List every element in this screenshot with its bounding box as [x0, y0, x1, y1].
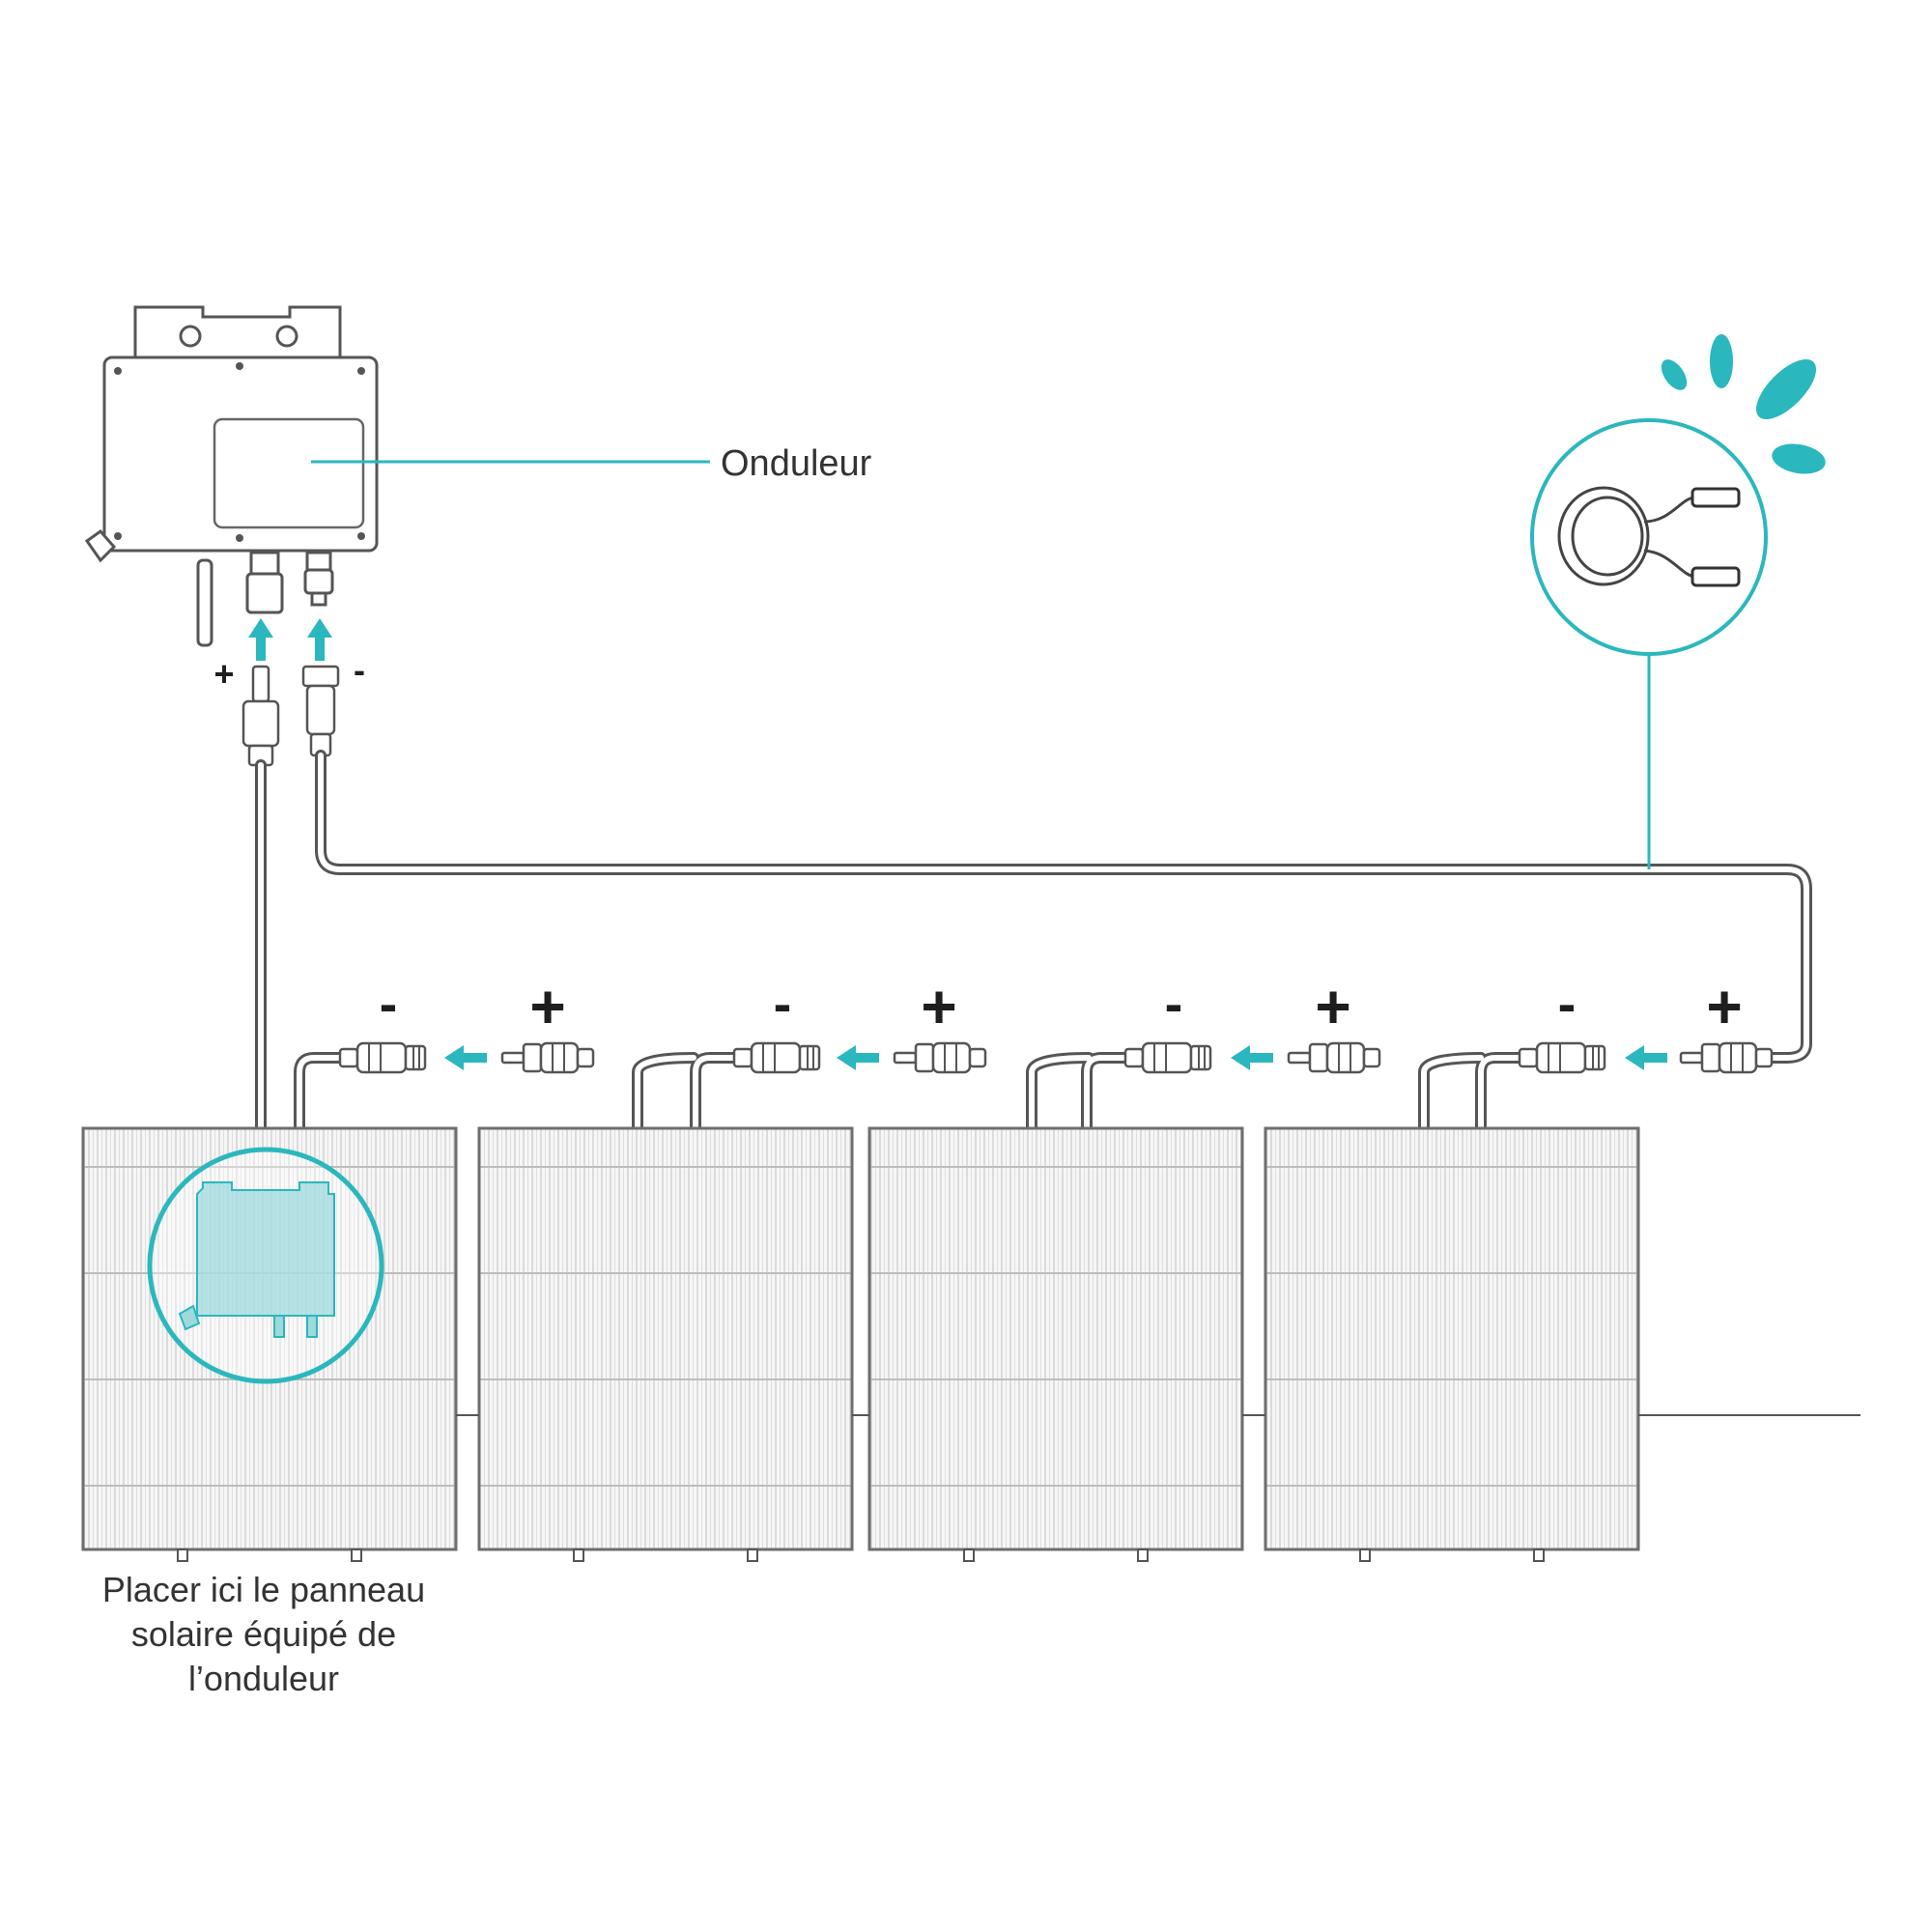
placement-note-line-2: solaire équipé de — [131, 1614, 396, 1654]
solar-panel-icon — [1264, 1126, 1640, 1562]
panel-2-plus-label: + — [921, 972, 956, 1041]
arrow-icon — [1625, 1045, 1667, 1070]
panel-1-plus-label: + — [529, 972, 565, 1041]
solar-panel-icon — [867, 1126, 1244, 1562]
placement-note-line-1: Placer ici le panneau — [102, 1570, 425, 1609]
mc4-connector-icon — [500, 1041, 595, 1074]
solar-panel-icon — [477, 1126, 854, 1562]
panel-4-minus-label: - — [1558, 973, 1577, 1034]
inverter-plus-label: + — [213, 654, 234, 694]
panel-1-minus-label: - — [380, 973, 398, 1034]
mc4-connector-icon — [242, 665, 280, 767]
mc4-connector-icon — [1518, 1041, 1606, 1074]
placement-note-line-3: l’onduleur — [188, 1659, 339, 1698]
arrow-icon — [1231, 1045, 1273, 1070]
mc4-connector-icon — [893, 1041, 987, 1074]
panel-3-minus-label: - — [1165, 973, 1183, 1034]
highlight-burst — [1661, 334, 1826, 474]
panel-4-plus-label: + — [1706, 972, 1742, 1041]
arrow-icon — [444, 1045, 487, 1070]
mc4-connector-icon — [1679, 1041, 1774, 1074]
mc4-connector-icon — [1123, 1041, 1212, 1074]
arrow-icon — [248, 618, 273, 661]
mc4-connector-icon — [301, 665, 340, 757]
arrow-icon — [837, 1045, 879, 1070]
extension-cable-icon — [1530, 418, 1768, 656]
panel-2-minus-label: - — [774, 973, 792, 1034]
arrow-icon — [307, 618, 332, 661]
inverter-minus-label: - — [354, 650, 365, 690]
inverter-label: Onduleur — [721, 443, 872, 484]
mc4-connector-icon — [338, 1041, 427, 1074]
mounted-inverter-icon — [147, 1147, 384, 1384]
mc4-connector-icon — [1287, 1041, 1381, 1074]
microinverter-icon — [84, 305, 379, 647]
panel-3-plus-label: + — [1315, 972, 1350, 1041]
mc4-connector-icon — [732, 1041, 821, 1074]
